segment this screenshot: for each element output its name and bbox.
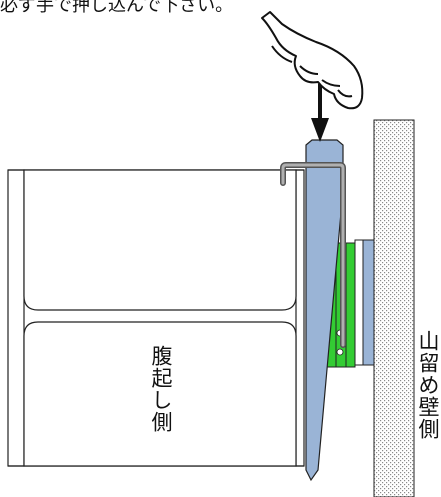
instruction-text: 必ず手で押し込んで下さい。: [0, 0, 234, 16]
retaining-wall: [373, 119, 415, 497]
push-arrow-icon: [311, 84, 329, 142]
spacer-blocks: [354, 239, 375, 366]
hand-icon: [261, 11, 364, 110]
wall-side-label: 山留め壁側: [416, 330, 440, 440]
hole-lower: [336, 348, 344, 356]
belly-side-label: 腹起し側: [149, 345, 173, 433]
waler-beam: [7, 169, 305, 467]
